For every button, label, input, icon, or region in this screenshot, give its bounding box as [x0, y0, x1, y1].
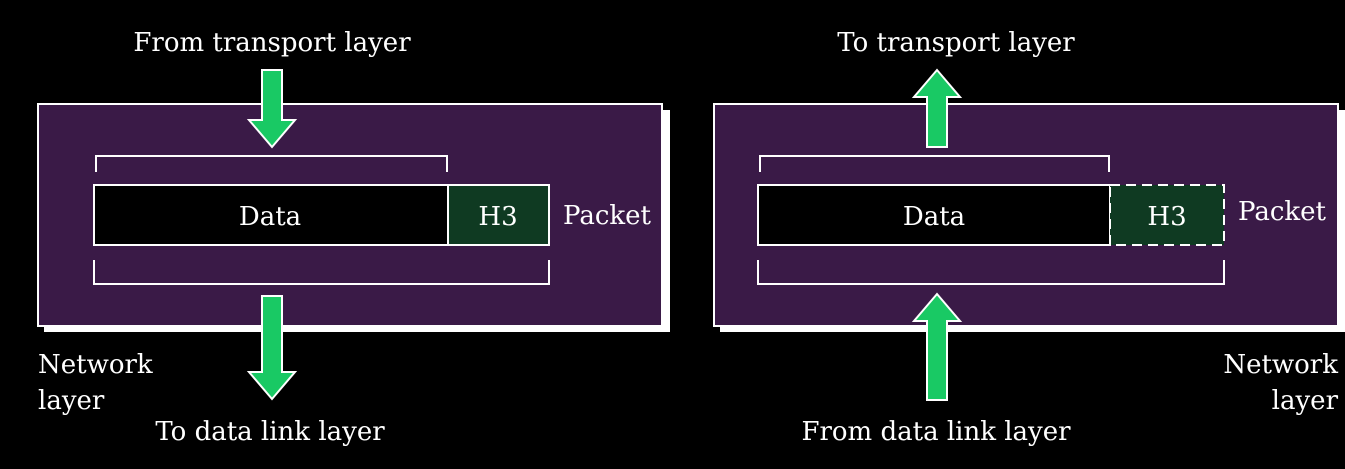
right-layer-label-line2: layer [1272, 386, 1339, 416]
left-data-bracket [95, 155, 448, 172]
right-layer-label-line1: Network [1223, 350, 1338, 380]
left-bottom-label: To data link layer [155, 417, 385, 447]
right-data-bracket [759, 155, 1110, 172]
left-data-block [93, 184, 449, 246]
left-layer-label-line1: Network [38, 350, 153, 380]
left-h3-label: H3 [478, 202, 517, 232]
right-top-label: To transport layer [837, 28, 1075, 58]
left-top-down-arrow-icon [246, 69, 298, 149]
left-top-label: From transport layer [133, 28, 411, 58]
left-packet-label: Packet [563, 201, 652, 231]
right-bottom-up-arrow-icon [911, 292, 963, 401]
left-bottom-down-arrow-icon [246, 295, 298, 401]
left-h3-header-block [447, 184, 550, 246]
left-layer-label-line2: layer [38, 386, 105, 416]
right-data-label: Data [903, 202, 965, 232]
right-packet-label: Packet [1238, 197, 1327, 227]
left-panel: Data H3 Packet From transport layer To d… [37, 28, 670, 447]
left-data-label: Data [239, 202, 301, 232]
left-packet-bracket [93, 260, 550, 285]
right-data-block [757, 184, 1111, 246]
right-h3-header-block [1109, 184, 1225, 246]
right-top-up-arrow-icon [911, 68, 963, 148]
right-h3-label: H3 [1147, 202, 1186, 232]
right-panel: Data H3 Packet To transport layer From d… [713, 28, 1345, 447]
right-bottom-label: From data link layer [801, 417, 1071, 447]
right-packet-bracket [757, 260, 1225, 285]
